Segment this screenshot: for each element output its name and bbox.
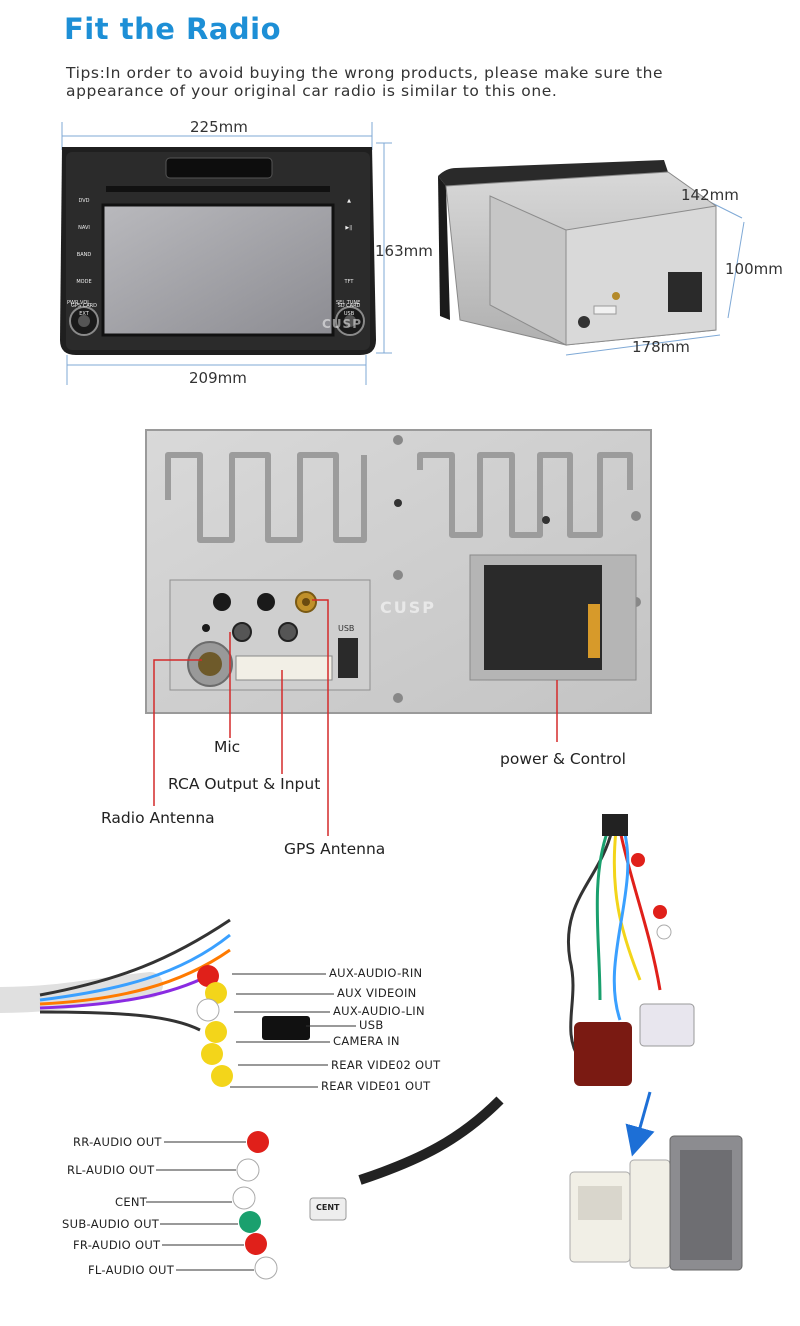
btn-play: ▶|| [345,225,353,231]
front-dimensions [61,122,392,385]
label-rl-audio: RL-AUDIO OUT [67,1163,155,1177]
front-height: 163mm [375,242,433,260]
knob-right-label: SEL TUNE [336,300,361,306]
btn-eject: ▲ [347,198,351,204]
side-depth-top: 142mm [681,186,739,204]
front-right-buttons: ▲ ▶|| TFT SD CARD USB [335,188,363,318]
harness-power [567,814,695,1086]
label-cent: CENT [115,1195,148,1209]
rear-panel [145,429,652,714]
label-power-control: power & Control [500,750,626,768]
side-width-bottom: 178mm [632,338,690,356]
tips-text: Tips:In order to avoid buying the wrong … [66,64,664,100]
btn-tft: TFT [344,279,354,285]
knob-left-label: PWR VOL [67,300,91,306]
front-left-buttons: DVD NAVI BAND MODE GPS CARD EXT [70,188,98,318]
harness-rca [0,918,310,1087]
label-rear-video1: REAR VIDE01 OUT [321,1079,431,1093]
label-rca: RCA Output & Input [168,775,321,793]
label-aux-videoin: AUX VIDEOIN [337,986,417,1000]
label-radio-antenna: Radio Antenna [101,809,215,827]
side-height: 100mm [725,260,783,278]
label-fr-audio: FR-AUDIO OUT [73,1238,161,1252]
front-width-bottom: 209mm [189,369,247,387]
harness-audio [232,1096,504,1280]
harness-connectors [569,1135,743,1271]
btn-band: BAND [76,252,92,258]
front-radio-unit [60,147,376,355]
label-gps-antenna: GPS Antenna [284,840,386,858]
down-arrow [625,1091,655,1157]
label-rear-video2: REAR VIDE02 OUT [331,1058,441,1072]
side-radio-unit [438,160,717,346]
cent-tag: CENT [316,1203,340,1212]
rear-usb-label: USB [338,624,355,633]
label-rr-audio: RR-AUDIO OUT [73,1135,162,1149]
front-width-top: 225mm [190,118,248,136]
front-watermark: CUSP [322,317,362,331]
label-aux-audio-rin: AUX-AUDIO-RIN [329,966,423,980]
btn-gps-card: GPS CARD EXT [71,303,97,317]
btn-dvd: DVD [78,198,90,204]
label-aux-audio-lin: AUX-AUDIO-LIN [333,1004,425,1018]
rear-watermark: CUSP [380,598,436,617]
label-fl-audio: FL-AUDIO OUT [88,1263,175,1277]
label-sub-audio: SUB-AUDIO OUT [62,1217,160,1231]
harness-rca-leaders [230,973,356,1088]
harness-audio-leaders [146,1141,254,1271]
rear-callouts [153,599,558,836]
btn-navi: NAVI [78,225,90,231]
page-title: Fit the Radio [64,12,282,46]
btn-sd-card: SD CARD USB [337,303,361,317]
label-usb: USB [359,1018,384,1032]
label-camera-in: CAMERA IN [333,1034,400,1048]
label-mic: Mic [214,738,241,756]
btn-mode: MODE [76,279,92,285]
